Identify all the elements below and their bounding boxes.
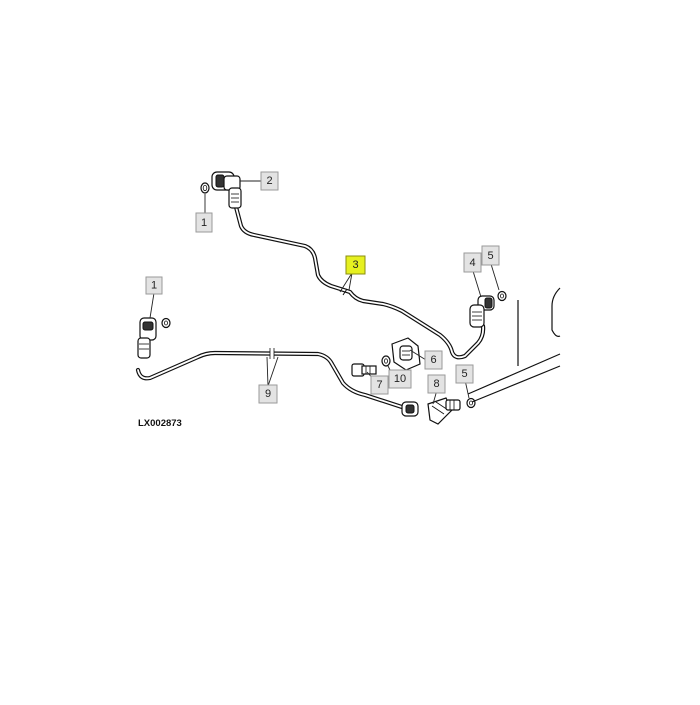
- callout-1-left-label: 1: [151, 280, 157, 292]
- callout-4-label: 4: [469, 257, 475, 269]
- callout-3-label: 3: [352, 259, 358, 271]
- lower-hydraulic-line: [135, 348, 408, 411]
- callout-7-label: 7: [376, 379, 382, 391]
- elbow-fitting-top: [211, 171, 242, 209]
- callout-10: 10: [388, 369, 412, 389]
- callout-8: 8: [427, 374, 446, 394]
- machine-frame: [467, 287, 561, 403]
- callout-8-label: 8: [433, 378, 439, 390]
- callout-1-top: 1: [195, 212, 213, 233]
- callout-4: 4: [463, 252, 482, 273]
- callout-5-top: 5: [481, 245, 500, 266]
- callout-1-left: 1: [145, 276, 163, 295]
- callout-6-label: 6: [430, 354, 436, 366]
- elbow-fitting-left: [137, 317, 171, 359]
- upper-hydraulic-line: [233, 204, 486, 360]
- callout-5-lower-label: 5: [461, 368, 467, 380]
- elbow-fitting-lower: [401, 397, 461, 425]
- o-ring-lower: [466, 397, 476, 409]
- cap-screw: [351, 363, 377, 377]
- callout-2-label: 2: [266, 175, 272, 187]
- elbow-fitting-right: [469, 295, 495, 328]
- callout-2: 2: [260, 171, 279, 191]
- callout-9-label: 9: [265, 388, 271, 400]
- callout-7: 7: [370, 375, 389, 395]
- callout-9: 9: [258, 384, 278, 404]
- o-ring-right: [497, 290, 507, 302]
- callout-3: 3: [345, 255, 366, 275]
- callout-5-top-label: 5: [487, 250, 493, 262]
- washer: [381, 355, 391, 367]
- drawing-reference-code: LX002873: [138, 418, 182, 429]
- mounting-bracket: [391, 337, 421, 371]
- callout-10-label: 10: [394, 373, 406, 385]
- o-ring-top: [200, 182, 210, 194]
- callout-6: 6: [424, 350, 443, 370]
- callout-5-lower: 5: [455, 364, 474, 384]
- callout-1-top-label: 1: [201, 217, 207, 229]
